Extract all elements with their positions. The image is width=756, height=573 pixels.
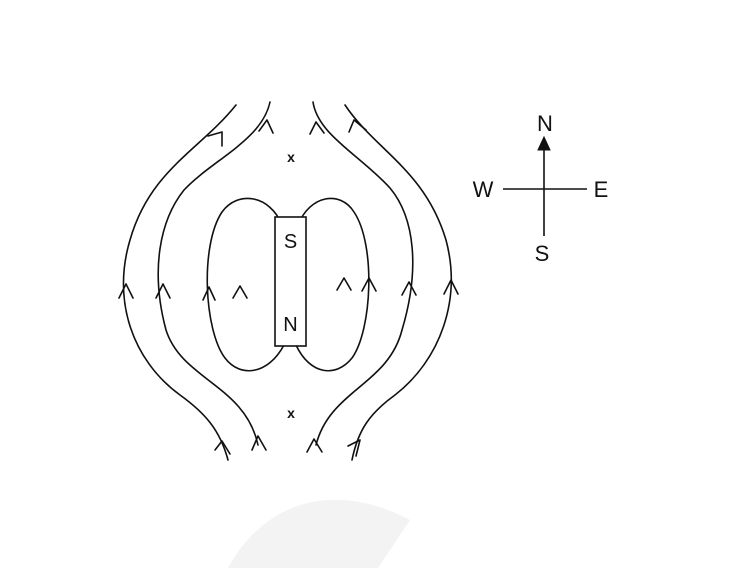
arrow-head <box>214 440 231 455</box>
magnet-south-pole-label: S <box>284 231 297 253</box>
arrow-head <box>306 438 323 453</box>
arrow-head <box>348 119 367 133</box>
compass-north-arrow-icon <box>537 135 551 151</box>
arrow-head <box>118 283 134 299</box>
arrow-head <box>443 279 459 295</box>
arrow-head <box>361 277 377 292</box>
neutral-point-lower: x <box>287 405 295 421</box>
arrow-head <box>336 277 352 291</box>
bar-magnet <box>274 216 307 347</box>
magnet-north-pole-label: N <box>283 314 297 336</box>
field-line-right-inner <box>312 101 414 446</box>
neutral-point-upper: x <box>287 149 295 165</box>
field-loop-left <box>206 197 285 372</box>
field-loop-right <box>295 197 370 372</box>
arrow-head <box>309 121 325 135</box>
compass-north-label: N <box>537 111 553 136</box>
arrow-head <box>202 286 216 301</box>
arrow-head <box>251 435 267 451</box>
field-line-right-outer <box>344 104 452 461</box>
watermark-shape <box>228 499 410 568</box>
field-line-left-inner <box>157 101 271 446</box>
compass-west-label: W <box>473 177 494 202</box>
arrow-head <box>232 285 248 299</box>
arrow-head <box>347 439 361 457</box>
arrow-head <box>258 119 274 134</box>
compass-south-label: S <box>535 241 550 266</box>
arrow-head <box>155 283 171 299</box>
compass-east-label: E <box>594 177 609 202</box>
field-line-left-outer <box>122 104 237 461</box>
arrow-head <box>401 281 417 296</box>
compass-rose: N S W E <box>473 111 609 266</box>
arrow-head <box>207 131 223 147</box>
